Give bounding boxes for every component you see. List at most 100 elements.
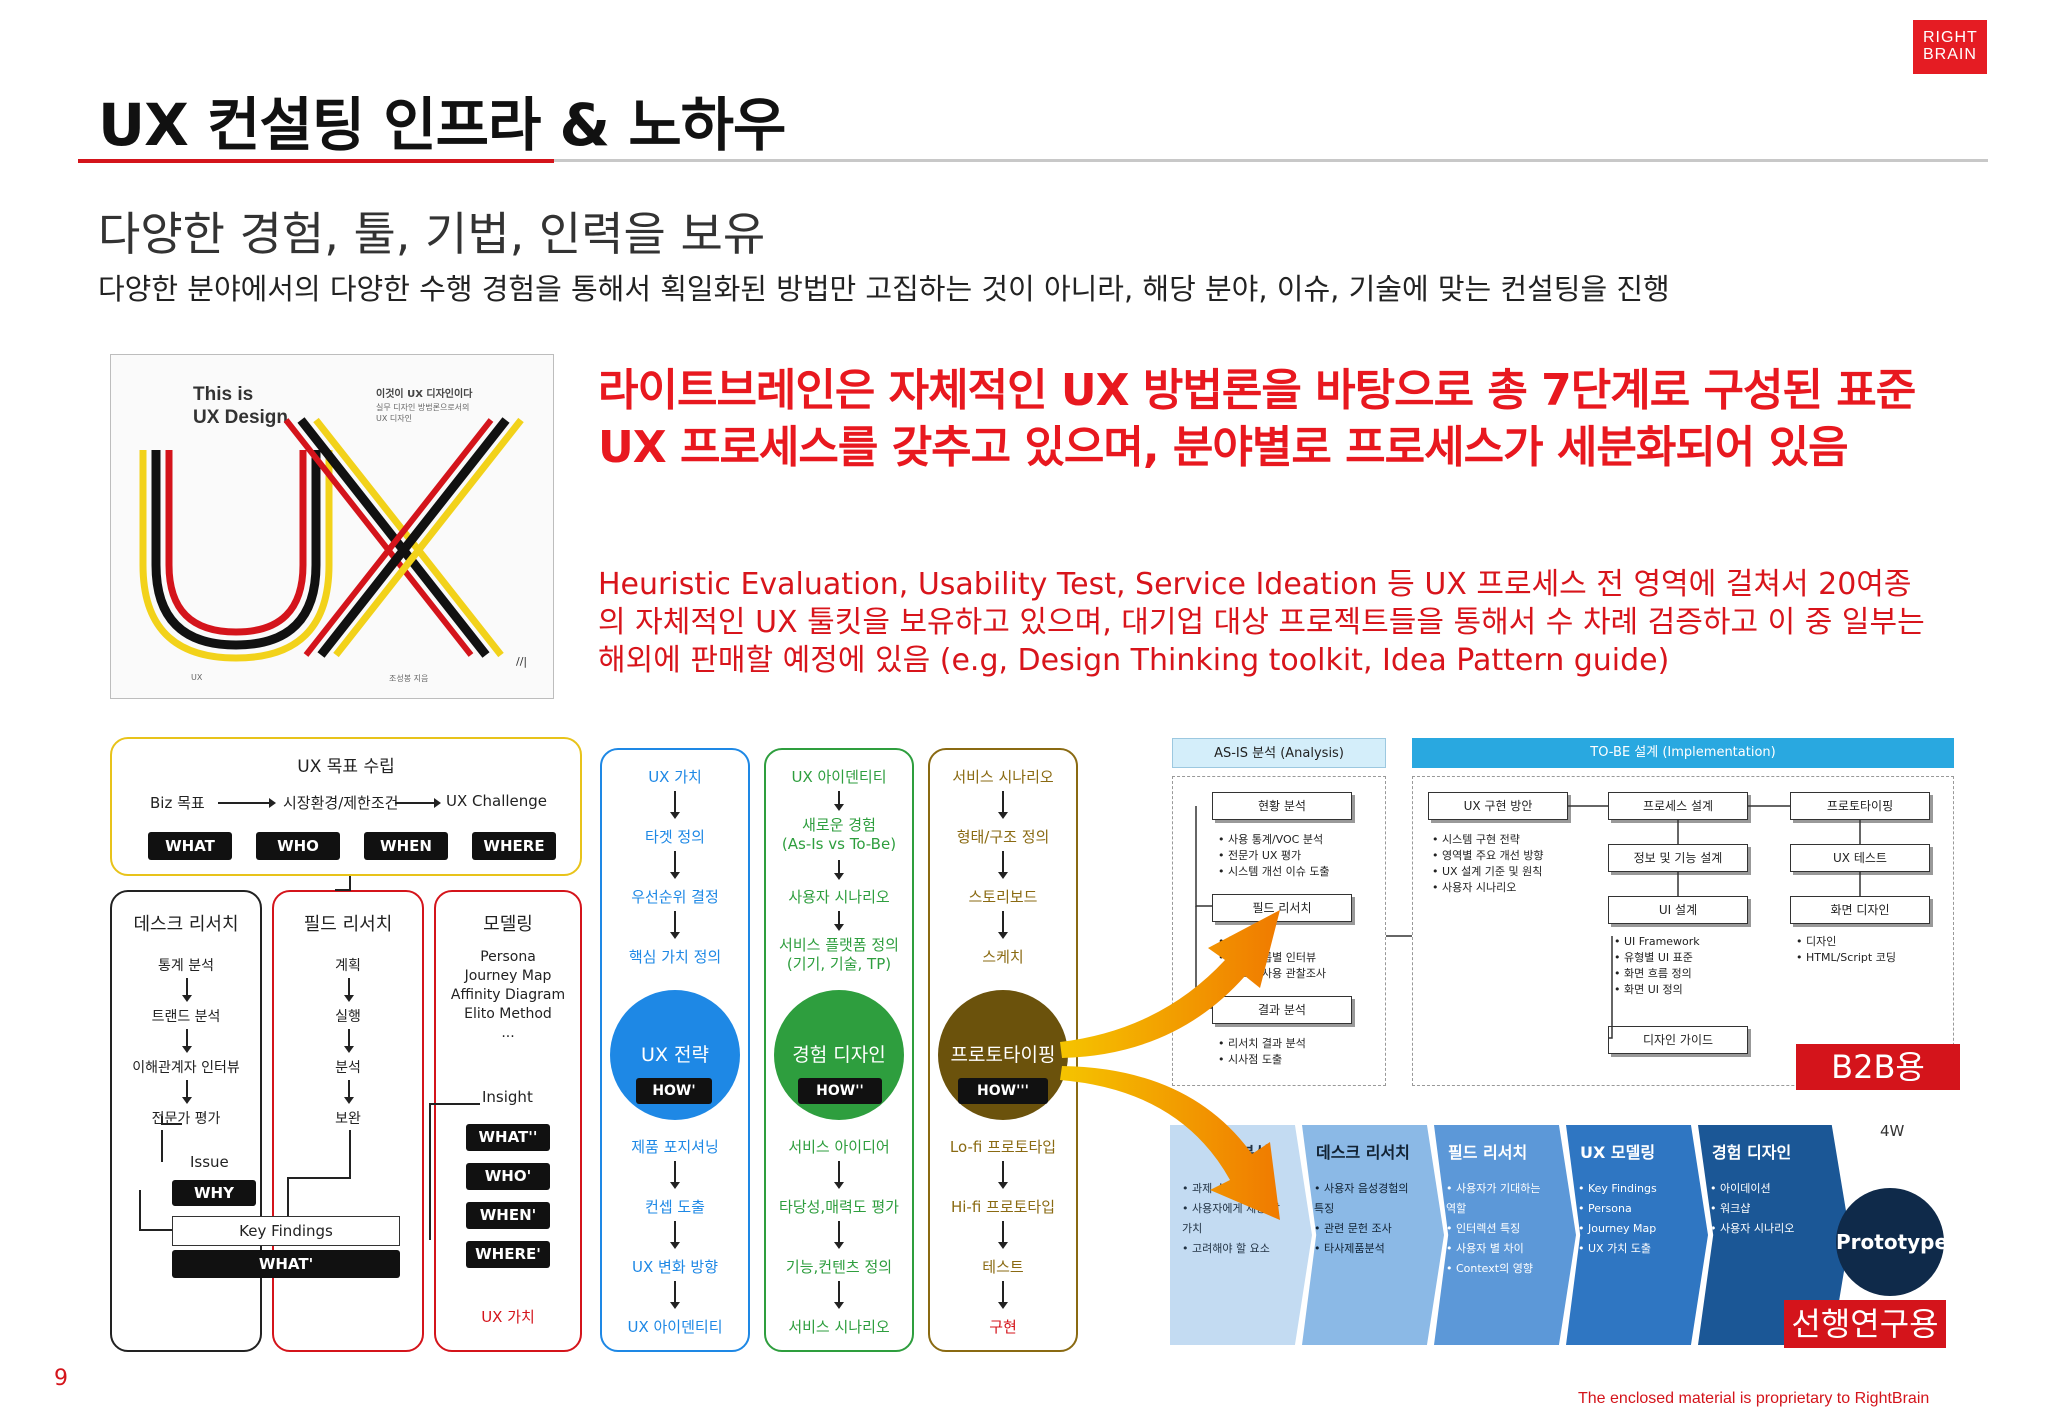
ux-book-cover: This is UX Design 이것이 UX 디자인이다 실무 디자인 방법… <box>110 354 554 699</box>
asis-list-1-c: • 시스템 개선 이슈 도출 <box>1218 865 1330 878</box>
arrow-to-research-icon <box>1060 1066 1280 1220</box>
phase-experience-item-3: • 사용자 시나리오 <box>1710 1222 1795 1235</box>
experience-arrow-4 <box>834 1161 844 1189</box>
tobe-col3-box-1: 프로토타이핑 <box>1790 792 1930 820</box>
strategy-arrow-5 <box>670 1221 680 1249</box>
method-journey-map: Journey Map <box>464 968 552 984</box>
asis-region <box>1172 776 1386 1086</box>
phase-desk-item-2: 특징 <box>1314 1202 1335 1215</box>
phase-field-title: 필드 리서치 <box>1448 1143 1528 1162</box>
phase-field-item-1: • 사용자가 기대하는 <box>1446 1182 1541 1195</box>
prototyping-after-1: Lo-fi 프로토타입 <box>949 1138 1057 1156</box>
phase-field-item-2: 역할 <box>1446 1202 1467 1215</box>
ux-strategy-column <box>600 748 750 1352</box>
desk-research-box <box>110 890 262 1352</box>
prototyping-arrow-5 <box>998 1221 1008 1249</box>
prototyping-arrow-2 <box>998 851 1008 879</box>
strategy-arrow-4 <box>670 1161 680 1189</box>
toolkit-statement: Heuristic Evaluation, Usability Test, Se… <box>598 567 1925 678</box>
strategy-arrow-6 <box>670 1281 680 1309</box>
phase-experience-title: 경험 디자인 <box>1712 1143 1792 1162</box>
experience-item-4a: 서비스 플랫폼 정의 <box>779 936 899 954</box>
prototyping-after-3: 테스트 <box>982 1258 1024 1276</box>
prototyping-arrow-3 <box>998 911 1008 939</box>
phase-modeling-item-4: • UX 가치 도출 <box>1578 1242 1652 1255</box>
tobe-col2-list-b: • 유형별 UI 표준 <box>1614 951 1693 964</box>
phase-field-item-4: • 사용자 별 차이 <box>1446 1242 1524 1255</box>
phase-ux-modeling: UX 모델링 • Key Findings • Persona • Journe… <box>1566 1125 1708 1345</box>
book-sub-line1: 실무 디자인 방법론으로서의 <box>376 403 470 412</box>
ux-letters-graphic <box>139 417 524 662</box>
tobe-col1-list-a: • 시스템 구현 전략 <box>1432 833 1520 846</box>
tobe-col2-box-1: 프로세스 설계 <box>1608 792 1748 820</box>
logo-line1: RIGHT <box>1923 29 1978 46</box>
asis-box-1: 현황 분석 <box>1212 792 1352 820</box>
strategy-arrow-1 <box>670 791 680 819</box>
asis-list-1: • 사용 통계/VOC 분석 • 전문가 UX 평가 • 시스템 개선 이슈 도… <box>1218 832 1330 880</box>
tobe-col1-list-b: • 영역별 주요 개선 방향 <box>1432 849 1544 862</box>
tag-when: WHEN <box>364 832 448 860</box>
rightbrain-logo: RIGHT BRAIN <box>1913 20 1987 74</box>
experience-arrow-2 <box>834 860 844 880</box>
tobe-col3-box-2: UX 테스트 <box>1790 844 1930 872</box>
desk-research-title: 데스크 리서치 <box>133 914 239 935</box>
book-eng-line1: This is <box>193 384 254 405</box>
asis-box-3: 결과 분석 <box>1212 996 1352 1024</box>
section-subtitle: 다양한 경험, 툴, 기법, 인력을 보유 <box>98 207 766 261</box>
experience-item-2: 새로운 경험 (As-Is vs To-Be) <box>764 816 914 854</box>
phase-modeling-title: UX 모델링 <box>1580 1143 1656 1162</box>
tag-what-dprime: WHAT'' <box>466 1124 550 1151</box>
flow-market-condition: 시장환경/제한조건 <box>283 794 399 812</box>
book-sub-line2: UX 디자인 <box>376 414 412 423</box>
tobe-region <box>1412 776 1954 1086</box>
prototyping-arrow-1 <box>998 791 1008 819</box>
prototyping-arrow-4 <box>998 1161 1008 1189</box>
orange-arrows <box>1060 910 1280 1220</box>
experience-after-4: 서비스 시나리오 <box>788 1318 890 1336</box>
modeling-box <box>434 890 582 1352</box>
strategy-item-2: 타겟 정의 <box>645 828 705 846</box>
tag-how-1: HOW' <box>636 1078 712 1104</box>
prototyping-item-3: 스토리보드 <box>968 888 1038 906</box>
experience-after-1: 서비스 아이디어 <box>788 1138 890 1156</box>
logo-line2: BRAIN <box>1923 46 1977 63</box>
asis-list-3: • 리서치 결과 분석 • 시사점 도출 <box>1218 1036 1306 1068</box>
tobe-col1-list: • 시스템 구현 전략 • 영역별 주요 개선 방향 • UX 설계 기준 및 … <box>1432 832 1544 896</box>
experience-item-2b: (As-Is vs To-Be) <box>781 835 897 853</box>
experience-arrow-3 <box>834 911 844 931</box>
strategy-after-4: UX 아이덴티티 <box>627 1318 723 1336</box>
asis-list-3-b: • 시사점 도출 <box>1218 1053 1283 1066</box>
tag-who-prime: WHO' <box>466 1163 550 1190</box>
phase-field-list: • 사용자가 기대하는 역할 • 인터렉션 특징 • 사용자 별 차이 • Co… <box>1446 1179 1540 1279</box>
book-author: 조성봉 지음 <box>389 674 429 683</box>
copyright-notice: The enclosed material is proprietary to … <box>1578 1390 1930 1407</box>
desk-item-3: 이해관계자 인터뷰 <box>132 1060 240 1076</box>
strategy-item-3: 우선순위 결정 <box>631 888 719 906</box>
tobe-col3-list-b: • HTML/Script 코딩 <box>1796 951 1896 964</box>
phase-desk-list: • 사용자 음성경험의 특징 • 관련 문헌 조사 • 타사제품분석 <box>1314 1179 1408 1259</box>
desk-item-2: 트랜드 분석 <box>151 1009 221 1025</box>
phase-field-item-3: • 인터렉션 특징 <box>1446 1222 1521 1235</box>
experience-item-2a: 새로운 경험 <box>802 816 876 834</box>
title-divider <box>78 159 1988 162</box>
phase-modeling-item-1: • Key Findings <box>1578 1182 1657 1195</box>
tag-who: WHO <box>256 832 340 860</box>
prototyping-after-2: Hi-fi 프로토타입 <box>950 1198 1056 1216</box>
prototyping-arrow-6 <box>998 1281 1008 1309</box>
phase-experience-item-1: • 아이데이션 <box>1710 1182 1771 1195</box>
method-more: ... <box>501 1025 515 1041</box>
tag-when-prime: WHEN' <box>466 1202 550 1229</box>
tobe-col2-list-a: • UI Framework <box>1614 935 1700 948</box>
tobe-col1-list-d: • 사용자 시나리오 <box>1432 881 1517 894</box>
strategy-arrow-2 <box>670 851 680 879</box>
field-arrow-2 <box>344 1029 354 1053</box>
phase-field-item-5: • Context의 영향 <box>1446 1262 1533 1275</box>
page-number: 9 <box>54 1366 68 1391</box>
phase-modeling-item-3: • Journey Map <box>1578 1222 1657 1235</box>
prototyping-item-4: 스케치 <box>982 948 1024 966</box>
phase-analysis-item-3: 가치 <box>1182 1222 1203 1235</box>
book-eng-line2: UX Design <box>193 407 289 428</box>
phase-experience-list: • 아이데이션 • 워크샵 • 사용자 시나리오 <box>1710 1179 1794 1239</box>
tobe-col1-box: UX 구현 방안 <box>1428 792 1568 820</box>
phase-experience-item-2: • 워크샵 <box>1710 1202 1751 1215</box>
